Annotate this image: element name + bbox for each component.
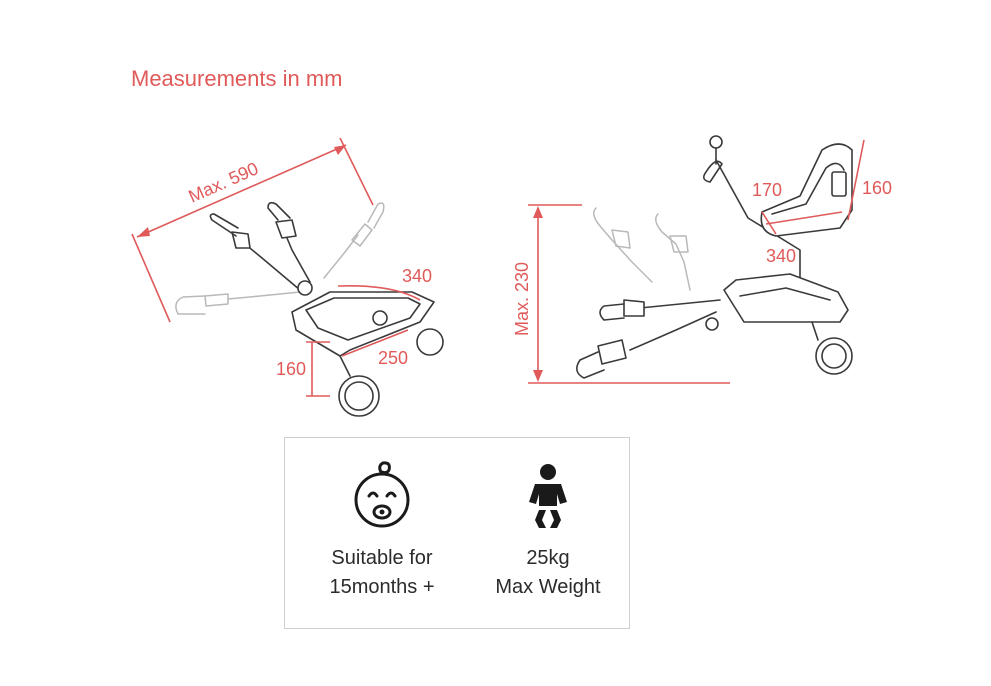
max-height-label: Max. 230 (512, 262, 532, 336)
board-height-label: 160 (276, 359, 306, 379)
arms-right (576, 299, 721, 379)
weight-line1: 25kg (526, 547, 570, 569)
weight-feature: 25kg Max Weight (463, 460, 633, 602)
ghost-arms-right (593, 207, 691, 291)
board-width-label: 250 (378, 348, 408, 368)
seat-right (760, 143, 853, 237)
child-figure-icon (529, 464, 567, 528)
seat-height-label: 160 (862, 178, 892, 198)
board-length-label: 340 (402, 266, 432, 286)
age-line1: Suitable for (331, 547, 433, 569)
seat-depth-label: 170 (752, 180, 782, 200)
board-left (291, 291, 444, 417)
info-box: Suitable for 15months + 25kg Max Weight (284, 437, 630, 629)
weight-caption: 25kg Max Weight (463, 544, 633, 602)
baby-face-icon (354, 461, 410, 528)
arms-left (209, 201, 313, 296)
weight-line2: Max Weight (495, 576, 601, 598)
diagram-title: Measurements in mm (131, 66, 343, 91)
age-line2: 15months + (329, 576, 435, 598)
board-right (723, 273, 853, 375)
age-feature: Suitable for 15months + (297, 460, 467, 602)
board-length-right-label: 340 (766, 246, 796, 266)
ghost-arms-left (175, 202, 385, 315)
board-height-dimension: 160 (276, 341, 330, 397)
age-caption: Suitable for 15months + (297, 544, 467, 602)
max-height-dimension: Max. 230 (512, 204, 582, 382)
